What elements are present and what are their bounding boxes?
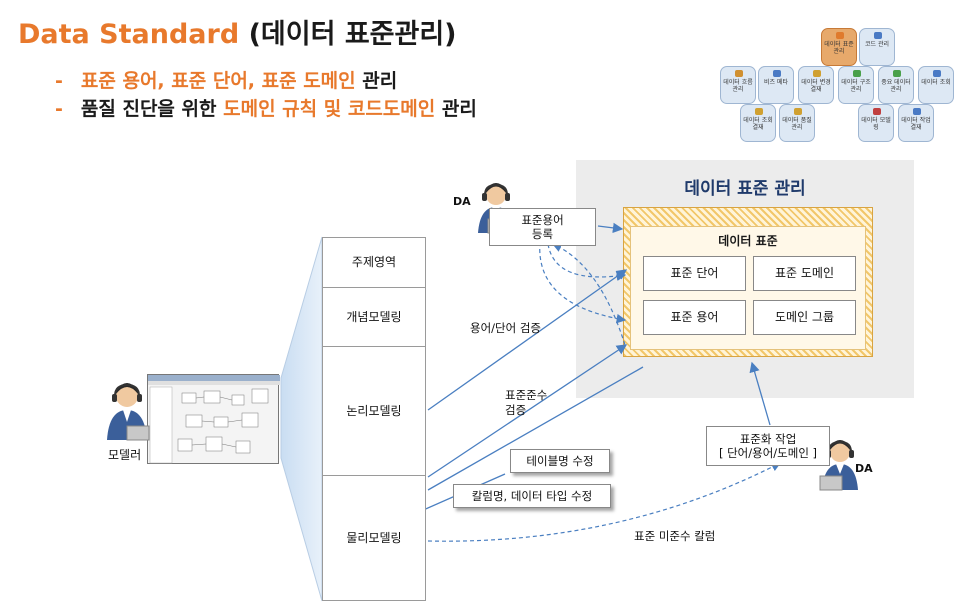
modeling-tool-screenshot xyxy=(147,374,280,464)
hex-structure-mgmt[interactable]: 데이터 구조관리 xyxy=(838,66,874,104)
quality-icon xyxy=(794,108,802,115)
hex-work-approval[interactable]: 데이터 작업결재 xyxy=(898,104,934,142)
bullet-2-prefix: 품질 진단을 위한 xyxy=(80,98,224,120)
arrow-physical-verify xyxy=(427,344,628,478)
hex-data-modeling[interactable]: 데이터 모델링 xyxy=(858,104,894,142)
column-fix-box: 칼럼명, 데이터 타입 수정 xyxy=(453,484,611,508)
standardization-work-box: 표준화 작업 [ 단어/용어/도메인 ] xyxy=(706,426,830,466)
hex-query-approval[interactable]: 데이터 조회결재 xyxy=(740,104,776,142)
arrow-logical-verify xyxy=(427,269,628,411)
hex-flow-mgmt[interactable]: 데이터 흐름관리 xyxy=(720,66,756,104)
bullet-dash: - xyxy=(55,98,63,120)
hex-quality-mgmt[interactable]: 데이터 품질관리 xyxy=(779,104,815,142)
shield-icon xyxy=(893,70,901,77)
da-top-label: DA xyxy=(453,195,471,208)
stack-physical-modeling: 물리모델링 xyxy=(322,475,426,601)
wrench-icon xyxy=(836,32,844,39)
std-domain-box: 표준 도메인 xyxy=(753,256,856,291)
zoom-trapezoid xyxy=(280,236,323,602)
standard-inner-title: 데이터 표준 xyxy=(718,234,778,248)
meta-icon xyxy=(773,70,781,77)
model-icon xyxy=(873,108,881,115)
bullet-1-highlight: 표준 용어, 표준 단어, 표준 도메인 xyxy=(80,70,356,92)
bullet-2: -품질 진단을 위한 도메인 규칙 및 코드도메인 관리 xyxy=(55,94,477,121)
dashed-arrow-3 xyxy=(551,243,626,346)
arrow-work-to-standard xyxy=(749,361,771,426)
register-term-box: 표준용어 등록 xyxy=(489,208,596,246)
bullet-1-suffix: 관리 xyxy=(355,70,398,92)
page-title: Data Standard (데이터 표준관리) xyxy=(18,12,457,51)
hex-critical-data[interactable]: 중요 데이터 관리 xyxy=(878,66,914,104)
std-word-box: 표준 단어 xyxy=(643,256,746,291)
modeler-label: 모델러 xyxy=(108,448,142,462)
dashed-arrow-1 xyxy=(547,243,627,281)
title-english: Data Standard xyxy=(18,19,240,50)
arrow-feedback-to-physical xyxy=(427,366,644,491)
modeler-avatar-icon xyxy=(103,382,153,446)
document-icon xyxy=(913,108,921,115)
standard-mgmt-title: 데이터 표준 관리 xyxy=(684,179,806,199)
verify-standard-label: 표준준수 검증 xyxy=(505,388,548,417)
hex-code-mgmt[interactable]: 코드 관리 xyxy=(859,28,895,66)
arrow-register-to-standard xyxy=(597,222,624,234)
dashed-arrow-2 xyxy=(539,241,627,324)
hex-standard-mgmt[interactable]: 데이터 표준관리 xyxy=(821,28,857,66)
stack-logical-modeling: 논리모델링 xyxy=(322,346,426,476)
code-icon xyxy=(874,32,882,39)
document-icon xyxy=(813,70,821,77)
bullet-2-suffix: 관리 xyxy=(435,98,477,120)
std-term-box: 표준 용어 xyxy=(643,300,746,335)
bullet-2-highlight: 도메인 규칙 및 코드도메인 xyxy=(223,98,436,120)
domain-group-box: 도메인 그룹 xyxy=(753,300,856,335)
table-name-fix-box: 테이블명 수정 xyxy=(510,449,610,473)
da-right-label: DA xyxy=(855,462,873,475)
hex-biz-meta[interactable]: 비즈 메타 xyxy=(758,66,794,104)
hex-data-query[interactable]: 데이터 조회 xyxy=(918,66,954,104)
dashed-arrow-nonstd xyxy=(427,462,782,542)
flow-icon xyxy=(735,70,743,77)
search-icon xyxy=(933,70,941,77)
title-korean: (데이터 표준관리) xyxy=(248,19,457,50)
stack-subject-area: 주제영역 xyxy=(322,237,426,288)
document-icon xyxy=(755,108,763,115)
nonstandard-column-label: 표준 미준수 칼럼 xyxy=(634,529,716,543)
hex-change-approval[interactable]: 데이터 변경결재 xyxy=(798,66,834,104)
stack-conceptual-modeling: 개념모델링 xyxy=(322,287,426,347)
bullet-dash: - xyxy=(55,70,63,92)
bullet-1: -표준 용어, 표준 단어, 표준 도메인 관리 xyxy=(55,66,397,93)
verify-word-label: 용어/단어 검증 xyxy=(470,321,542,335)
structure-icon xyxy=(853,70,861,77)
